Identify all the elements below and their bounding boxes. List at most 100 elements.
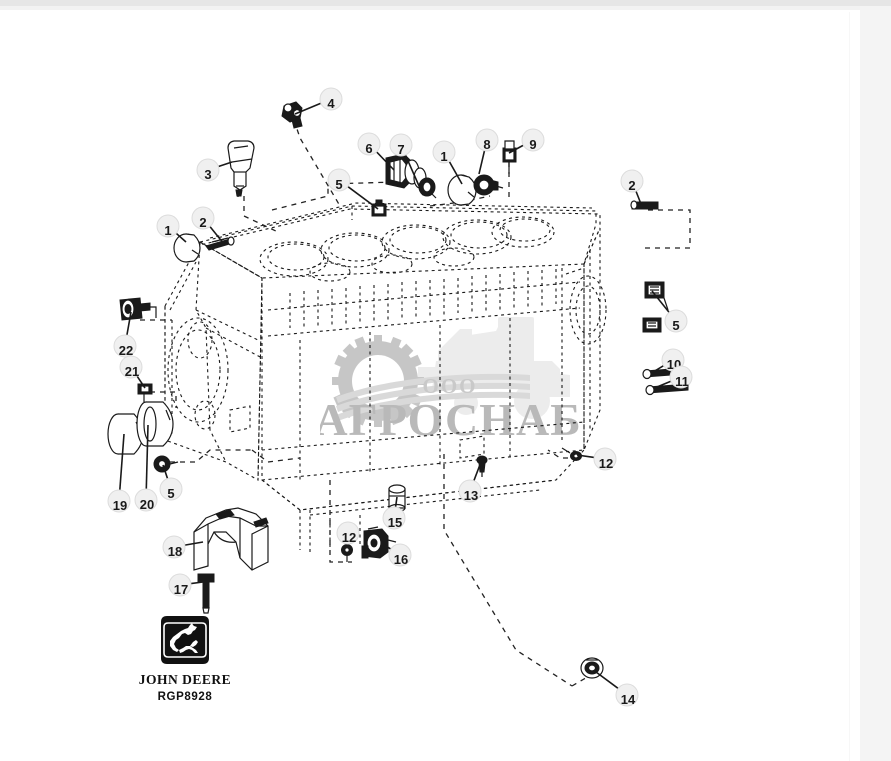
- part-2-dowel-pin-right: [630, 200, 659, 210]
- callout-number-11: 11: [675, 374, 689, 389]
- callout-8[interactable]: 8: [475, 128, 499, 152]
- callout-4[interactable]: 4: [319, 87, 343, 111]
- callout-5[interactable]: 5: [664, 309, 688, 333]
- john-deere-branding: JOHN DEERE RGP8928: [120, 612, 250, 703]
- callout-5[interactable]: 5: [159, 477, 183, 501]
- callout-bubble-8: [475, 128, 499, 152]
- callout-12[interactable]: 12: [336, 521, 360, 545]
- callout-bubble-18: [162, 535, 186, 559]
- callout-bubble-9: [521, 128, 545, 152]
- callout-bubble-4: [319, 87, 343, 111]
- callout-number-12: 12: [599, 456, 613, 471]
- callout-17[interactable]: 17: [168, 573, 192, 597]
- callout-number-15: 15: [388, 515, 402, 530]
- callout-bubble-2: [620, 169, 644, 193]
- callout-number-21: 21: [125, 364, 139, 379]
- callout-leader-12: [576, 454, 595, 459]
- callout-bubble-12: [593, 447, 617, 471]
- part-5-plug-top: [371, 199, 387, 217]
- callout-number-12: 12: [342, 530, 356, 545]
- callout-leader-15: [394, 496, 398, 508]
- part-9-fitting: [502, 140, 517, 174]
- callout-11[interactable]: 11: [669, 365, 693, 389]
- callout-bubble-22: [113, 334, 137, 358]
- callout-9[interactable]: 9: [521, 128, 545, 152]
- callout-number-5: 5: [335, 177, 342, 192]
- callout-number-18: 18: [168, 544, 182, 559]
- callout-number-7: 7: [397, 142, 404, 157]
- john-deere-wordmark: JOHN DEERE: [138, 672, 232, 687]
- callout-bubble-6: [357, 132, 381, 156]
- callout-number-20: 20: [140, 497, 154, 512]
- callout-number-4: 4: [327, 96, 335, 111]
- callout-number-1: 1: [440, 149, 447, 164]
- callout-bubble-19: [107, 489, 131, 513]
- part-17-cap-screw: [197, 573, 215, 614]
- callout-leader-4: [294, 102, 322, 115]
- callout-number-3: 3: [204, 167, 211, 182]
- callout-3[interactable]: 3: [196, 158, 220, 182]
- part-3-injector-nozzle: [227, 140, 255, 197]
- page-right-gap: [850, 12, 860, 761]
- callout-16[interactable]: 16: [388, 543, 412, 567]
- callout-14[interactable]: 14: [615, 683, 639, 707]
- callout-bubble-7: [389, 133, 413, 157]
- callout-number-2: 2: [199, 215, 206, 230]
- callout-leader-6: [376, 151, 395, 171]
- callout-13[interactable]: 13: [458, 479, 482, 503]
- callout-1[interactable]: 1: [432, 140, 456, 164]
- callout-leader-21: [136, 375, 146, 389]
- part-18-main-bearing-cap: [193, 507, 269, 571]
- callout-leader-19: [119, 433, 125, 491]
- callout-bubble-5: [664, 309, 688, 333]
- callout-22[interactable]: 22: [113, 334, 137, 358]
- part-1-cup-plug-center: [447, 174, 477, 206]
- part-21-clip: [137, 383, 153, 402]
- callout-number-1: 1: [164, 223, 171, 238]
- callout-bubble-16: [388, 543, 412, 567]
- callout-5[interactable]: 5: [327, 168, 351, 192]
- callout-2[interactable]: 2: [620, 169, 644, 193]
- callout-number-6: 6: [365, 141, 372, 156]
- callout-18[interactable]: 18: [162, 535, 186, 559]
- callout-19[interactable]: 19: [107, 489, 131, 513]
- page-top-band-2: [0, 6, 891, 10]
- callout-12[interactable]: 12: [593, 447, 617, 471]
- callout-1[interactable]: 1: [156, 214, 180, 238]
- callout-leader-14: [595, 671, 619, 690]
- callout-bubble-1: [432, 140, 456, 164]
- callout-bubble-14: [615, 683, 639, 707]
- callout-bubble-11: [669, 365, 693, 389]
- callout-leader-8: [478, 150, 486, 175]
- callout-20[interactable]: 20: [134, 488, 158, 512]
- figure-code: RGP8928: [157, 691, 213, 703]
- callout-number-17: 17: [174, 582, 188, 597]
- callout-7[interactable]: 7: [389, 133, 413, 157]
- callout-leader-9: [508, 144, 524, 154]
- parts-drawing: .s {stroke:#1a1a1a;fill:none;stroke-widt…: [0, 10, 860, 761]
- callout-leader-11: [656, 380, 672, 388]
- callout-number-5: 5: [167, 486, 174, 501]
- callout-15[interactable]: 15: [382, 506, 406, 530]
- callout-number-13: 13: [464, 488, 478, 503]
- callout-leader-1: [448, 161, 463, 185]
- callout-leader-5: [651, 290, 670, 313]
- callout-number-9: 9: [529, 137, 536, 152]
- callout-leader-17: [190, 581, 204, 585]
- page-top-band: [0, 0, 891, 6]
- callout-bubble-17: [168, 573, 192, 597]
- callout-leader-1: [175, 232, 187, 243]
- callout-21[interactable]: 21: [119, 355, 143, 379]
- callout-bubble-3: [196, 158, 220, 182]
- callout-leaders: [119, 102, 672, 690]
- callout-leader-13: [473, 461, 482, 481]
- part-14-seal-ring: [580, 657, 604, 679]
- callout-2[interactable]: 2: [191, 206, 215, 230]
- callout-6[interactable]: 6: [357, 132, 381, 156]
- callout-leader-5: [347, 185, 379, 210]
- part-5-plug-lower-left: [153, 455, 179, 473]
- callout-number-19: 19: [113, 498, 127, 513]
- assembly-path-lines: [140, 119, 691, 687]
